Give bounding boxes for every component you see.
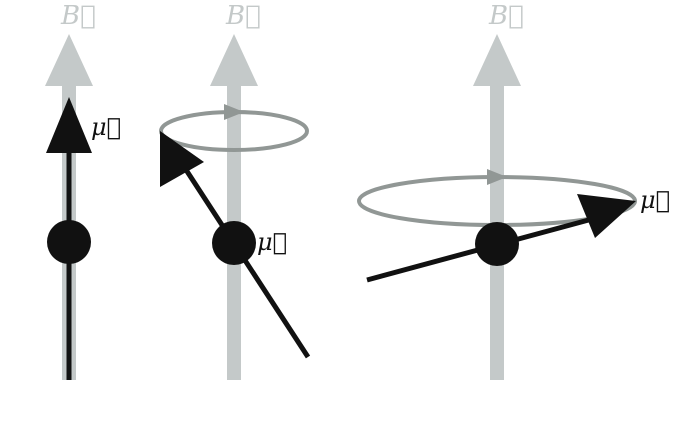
moment-label-1: μ⃗: [91, 113, 121, 141]
field-label-2: B⃗: [225, 1, 261, 31]
particle-1: [47, 220, 91, 264]
panel-aligned: B⃗ μ⃗: [45, 1, 121, 380]
field-vector-2: [210, 34, 258, 380]
field-arrowhead-3: [473, 34, 521, 86]
moment-arrowhead-3: [577, 194, 636, 238]
panel-small-angle: B⃗ μ⃗: [159, 1, 311, 380]
precession-direction-arrow-2: [224, 104, 244, 120]
precession-ring-2: [159, 104, 309, 152]
moment-arrowhead-1: [46, 97, 92, 153]
particle-2: [212, 221, 256, 265]
field-label-1: B⃗: [60, 1, 96, 31]
moment-label-2: μ⃗: [257, 228, 287, 256]
panel-large-angle: B⃗ μ⃗: [357, 1, 670, 380]
precession-direction-arrow-3: [487, 169, 507, 185]
moment-label-3: μ⃗: [640, 186, 670, 214]
particle-3: [475, 222, 519, 266]
field-label-3: B⃗: [488, 1, 524, 31]
field-arrowhead-1: [45, 34, 93, 86]
moment-arrowhead-2: [160, 131, 204, 187]
field-arrowhead-2: [210, 34, 258, 86]
field-vector-3: [473, 34, 521, 380]
